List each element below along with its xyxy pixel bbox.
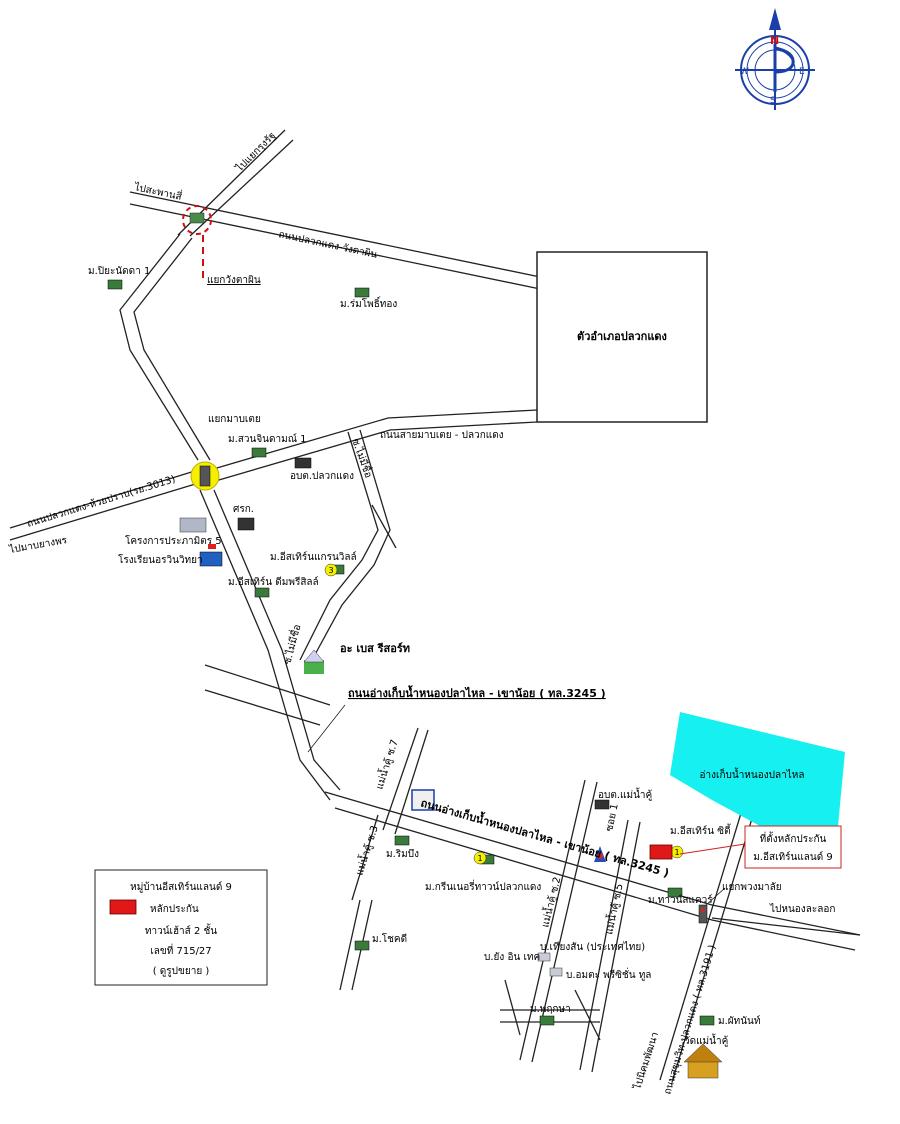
collateral-marker (649, 844, 673, 860)
label-to-map-yang-phon: ไปมาบยางพร (7, 534, 68, 556)
location-name: ม.อีสเทิร์นแลนด์ 9 (753, 851, 833, 863)
label-resort: อะ เบส รีสอร์ท (340, 642, 410, 655)
building-icon-townsquare (667, 887, 683, 898)
traffic-light-icon (199, 465, 211, 487)
label-mu-piyanatda: ม.ปิยะนัดดา 1 (88, 266, 150, 277)
building-icon-lokhadee (354, 940, 370, 951)
school-icon (199, 544, 223, 567)
legend-number: เลขที่ 715/27 (150, 943, 211, 957)
building-icon-project (179, 517, 207, 533)
legend-box: หมู่บ้านอีสเทิร์นแลนด์ 9 หลักประกัน ทาวน… (94, 869, 268, 986)
label-mu-suanjinda: ม.สวนจินดามณ์ 1 (228, 433, 307, 445)
building-icon-health (237, 517, 255, 531)
legend-marker-swatch (109, 899, 137, 915)
legend-title: หมู่บ้านอีสเทิร์นแลนด์ 9 (130, 881, 232, 893)
factory-icon-amata (549, 967, 563, 977)
badge-1-greenery: 1 (477, 854, 482, 863)
building-icon-rimbueng (394, 835, 410, 846)
label-mu-greenery: ม.กรีนเนอรี่ทาวน์ปลวกแดง (425, 879, 541, 893)
reservoir-area: อ่างเก็บน้ำหนองปลาไหล (670, 712, 845, 826)
label-mu-dreamville: ม.อีสเทิร์น ดีมพรีสิลล์ (228, 576, 319, 588)
badge-1-location: 1 (674, 848, 679, 857)
badge-3: 3 (328, 566, 333, 575)
district-center-box: ตัวอำเภอปลวกแดง (536, 251, 708, 423)
label-co-amata: บ.อมตะ พรีซิชั่น ทูล (566, 967, 651, 981)
compass-n: N (770, 34, 779, 47)
building-icon-dreamville (254, 587, 270, 598)
label-to-nikom: ไปนิคมพัฒนา (631, 1031, 661, 1092)
label-project: โครงการประภามิตร 5 (125, 534, 222, 547)
reservoir-label: อ่างเก็บน้ำหนองปลาไหล (700, 767, 805, 781)
compass-e: E (799, 67, 805, 77)
label-soi-3: แม่น้ำคู้ ซ.3 (352, 823, 381, 876)
junction-mapyaw (190, 461, 220, 491)
label-yaek-mapyaw: แยกมาบเตย (208, 414, 261, 425)
building-icon-pruksa (539, 1015, 555, 1026)
traffic-light-icon-2 (698, 904, 708, 924)
label-abt-plaukdaeng: อบต.ปลวกแดง (290, 471, 354, 482)
building-icon-phanuwat (699, 1015, 715, 1026)
label-mu-rimbueng: ม.ริมบึง (386, 848, 419, 860)
north-arrow-icon (769, 8, 781, 30)
label-mu-lokhadee: ม.โชคดี (372, 932, 407, 945)
label-yaek-wangtaphin: แยกวังตาผิน (207, 275, 261, 286)
building-icon-suanjinda (251, 447, 267, 458)
building-icons (107, 279, 723, 1079)
label-health-center: ศรก. (233, 504, 254, 515)
label-school: โรงเรียนอรวินวิทยา (118, 553, 203, 566)
label-road-nongplalai: ถนนอ่างเก็บน้ำหนองปลาไหล - เขาน้อย ( ทล.… (348, 685, 606, 700)
building-icon-maenamkhu-office (594, 799, 610, 810)
label-mu-townsquare: ม.ทาวน์สแควร์ (648, 894, 713, 906)
gas-station-icon (594, 846, 606, 862)
compass-rose: N S E W (735, 8, 815, 110)
label-mu-eastern-city: ม.อีสเทิร์น ซิตี้ (670, 823, 732, 837)
label-to-saphan-si: ไปสะพานสี่ (132, 179, 183, 203)
label-co-yangin: บ.ยัง อิน เทค (484, 952, 540, 963)
legend-note: ( ดูรูปขยาย ) (153, 966, 210, 977)
resort-icon (303, 649, 325, 674)
label-road-main: ถนนอ่างเก็บน้ำหนองปลาไหล - เขาน้อย ( ทล.… (419, 794, 671, 879)
badges: 3 1 1 (324, 563, 684, 865)
location-title: ที่ตั้งหลักประกัน (760, 831, 827, 845)
label-mu-pruksa: ม.พฤกษา (530, 1004, 571, 1015)
building-icon-abt (294, 457, 312, 469)
label-yaek-phuangmalai: แยกพวงมาลัย (722, 882, 782, 893)
junction-wangtaphin (182, 205, 212, 235)
label-co-thai-eastern: บ.เทียงสัน (ประเทศไทย) (540, 941, 645, 953)
label-road-huaipraab: ถนนปลวกแดง-ห้วยปราบ(รย.3013) (25, 473, 177, 530)
factory-icon-yangin (537, 952, 551, 962)
label-to-yaek-krungthep: ไปแยกรุงรัฐ (233, 130, 278, 175)
label-maenamkhu-office: อบต.แม่น้ำคู้ (598, 787, 652, 801)
label-to-nong-la-lok: ไปหนองละลอก (769, 903, 835, 915)
building-icon-piyanatda (107, 279, 123, 290)
label-road-wangtaphin: ถนนปลวกแดง-วังตาผิน (277, 229, 378, 261)
compass-w: W (740, 67, 749, 77)
landmark-icon (411, 789, 435, 811)
label-road-mapyaw: ถนนสายมาบเตย - ปลวกแดง (380, 430, 504, 441)
legend-type: ทาวน์เฮ้าส์ 2 ชั้น (145, 923, 217, 937)
compass-s: S (770, 96, 776, 106)
label-soi-7: แม่น้ำคู้ ซ.7 (372, 737, 401, 790)
junction-phuangmalai (698, 904, 708, 924)
building-icon-romphothong (354, 287, 370, 298)
legend-marker-label: หลักประกัน (150, 904, 199, 915)
collateral-location: ที่ตั้งหลักประกัน ม.อีสเทิร์นแลนด์ 9 (649, 825, 842, 869)
temple-icon (683, 1043, 723, 1079)
label-wat: วัดแม่น้ำคู้ (684, 1033, 728, 1047)
district-center-label: ตัวอำเภอปลวกแดง (577, 330, 667, 343)
label-mu-grandville: ม.อีสเทิร์นแกรนวิลล์ (270, 551, 357, 563)
label-mu-phanuwat: ม.ผัทนันท์ (718, 1015, 761, 1027)
label-soi-5: แม่น้ำคู้ ซ.5 (601, 882, 625, 935)
label-mu-romphothong: ม.ร่มโพธิ์ทอง (340, 296, 397, 310)
